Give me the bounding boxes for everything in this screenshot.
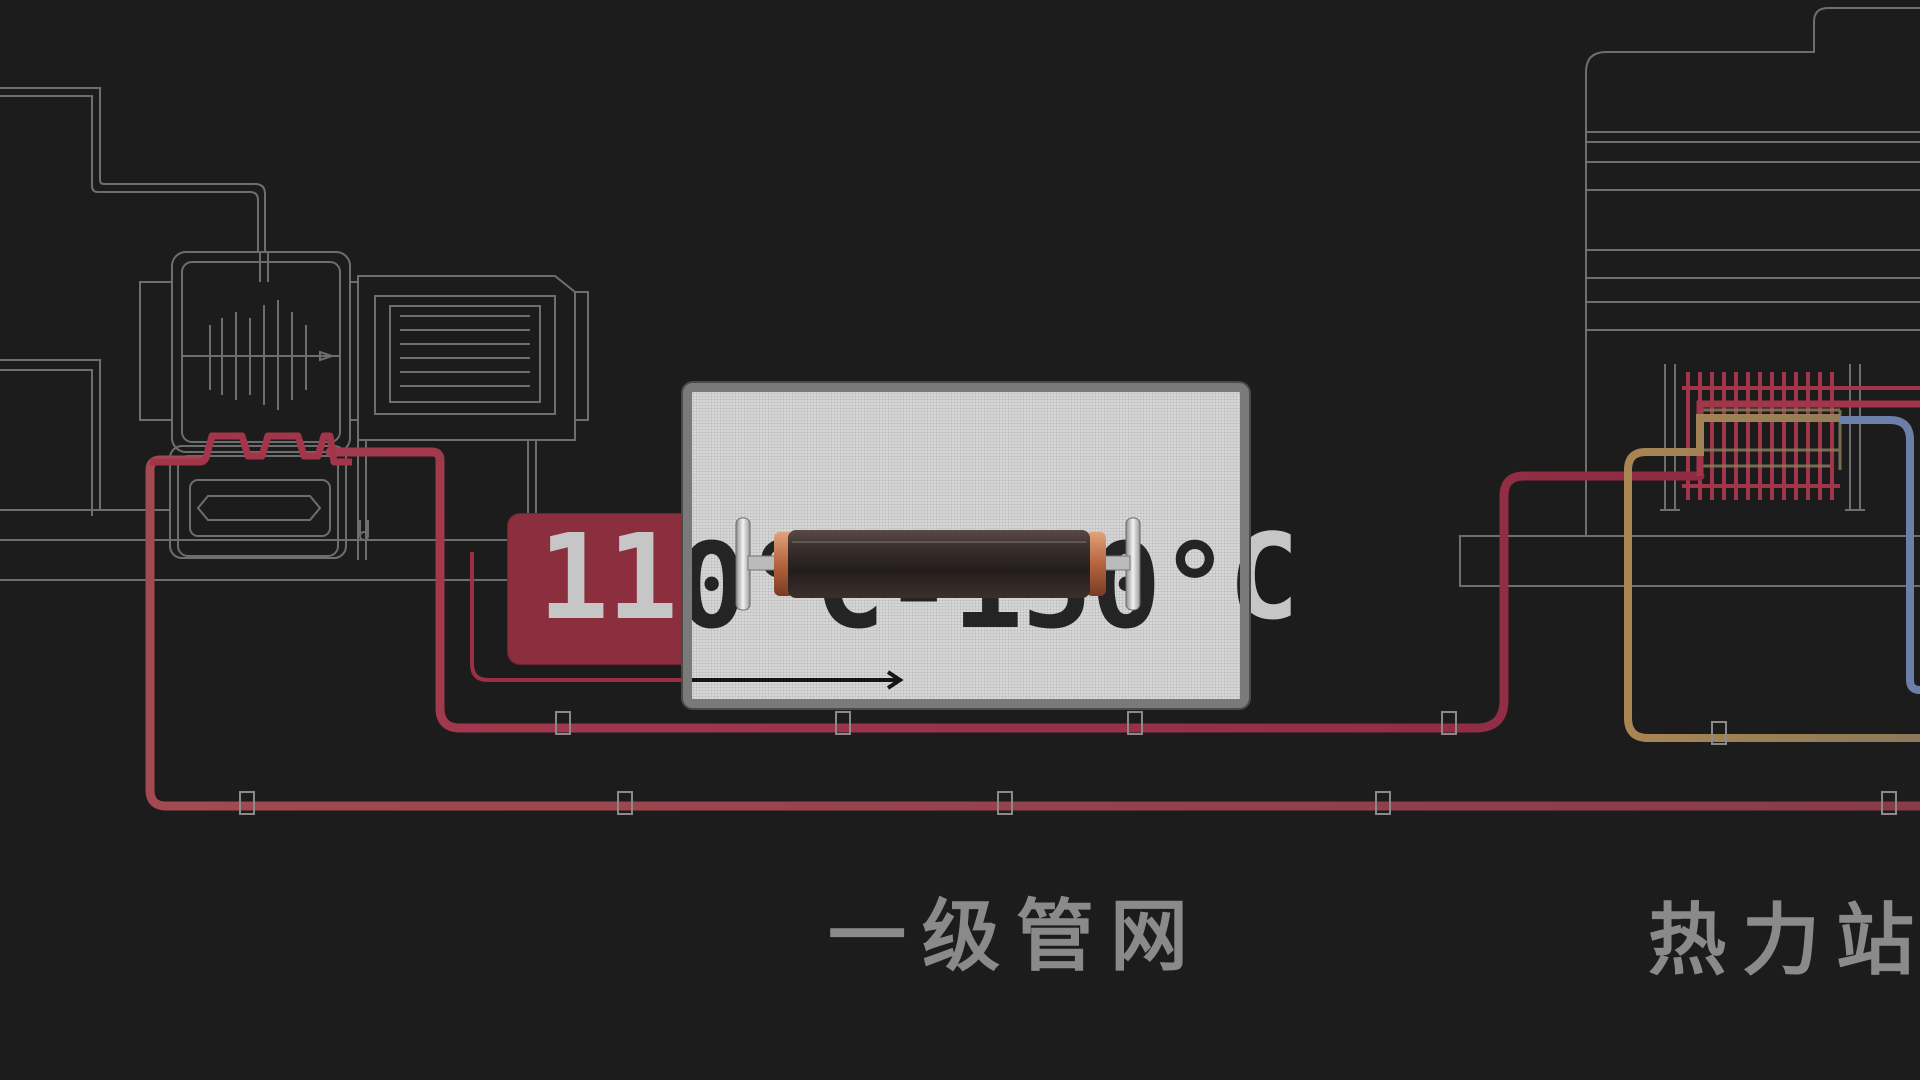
heat-station-label: 热力站 — [1648, 902, 1920, 980]
primary-network-label: 一级管网 — [828, 898, 1204, 976]
boiler-icon — [0, 88, 700, 580]
arrow-right-icon — [692, 672, 900, 688]
insulated-pipe-icon — [692, 392, 1240, 699]
exchanger-fins — [1682, 372, 1920, 500]
pipe-detail-popup: 110°C-150°C — [683, 383, 1249, 708]
secondary-return-pipe — [1840, 420, 1920, 690]
